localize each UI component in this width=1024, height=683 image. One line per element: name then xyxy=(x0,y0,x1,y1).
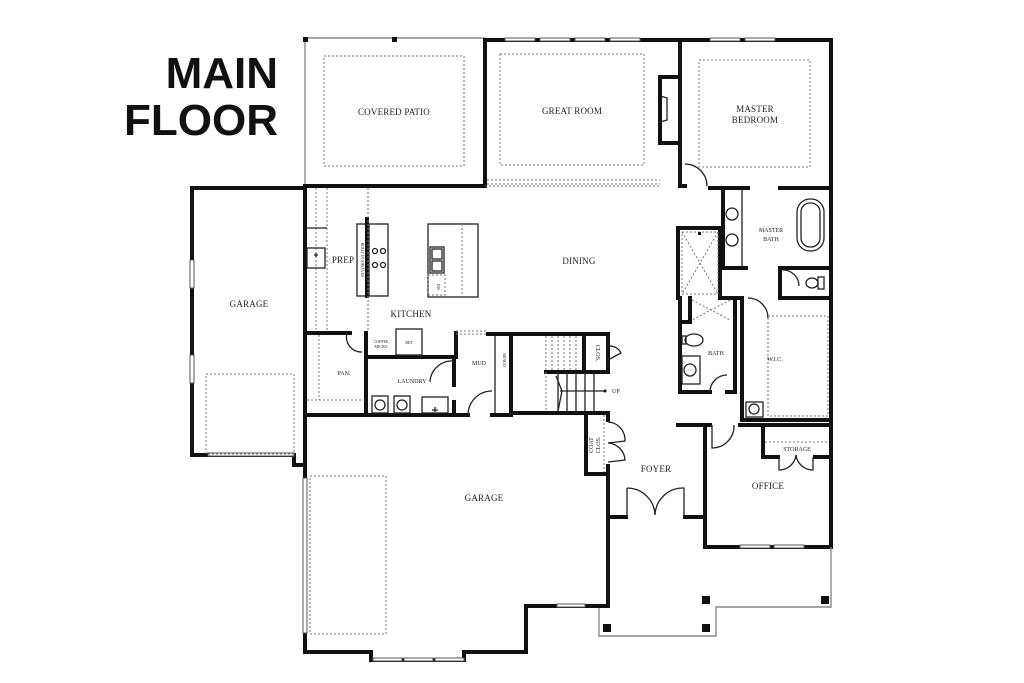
label-foyer: FOYER xyxy=(641,464,672,474)
label-garage-main: GARAGE xyxy=(465,493,504,503)
label-pantry: PAN. xyxy=(338,371,351,377)
label-laundry: LAUNDRY xyxy=(397,379,427,385)
label-micro: MICRO xyxy=(374,344,387,349)
garage-left: GARAGE xyxy=(189,186,307,467)
garage-main: GARAGE xyxy=(302,411,610,662)
label-office: OFFICE xyxy=(752,481,785,491)
front-porch xyxy=(598,547,832,637)
label-great-room: GREAT ROOM xyxy=(542,106,602,116)
label-master-bath-2: BATH xyxy=(763,237,779,243)
coat-closet: COAT CLOS. xyxy=(584,411,626,476)
title-line-floor: FLOOR xyxy=(124,96,278,145)
label-closet: CLOS. xyxy=(594,345,600,362)
label-coat: COAT xyxy=(589,437,595,453)
walk-in-closet: W.I.C. xyxy=(740,296,833,422)
label-wic: W.I.C. xyxy=(767,357,783,363)
label-up: UP xyxy=(612,389,620,395)
label-garage-left: GARAGE xyxy=(230,299,269,309)
label-built-in-shelves: BUILT IN SHELVES xyxy=(360,243,365,278)
label-covered-patio: COVERED PATIO xyxy=(358,107,430,117)
coffee-ref-counter: COFFEE MICRO REF xyxy=(303,328,488,359)
label-ref: REF xyxy=(405,340,413,345)
shower xyxy=(676,226,722,300)
label-prep: PREP xyxy=(332,255,354,265)
title-line-main: MAIN xyxy=(165,49,278,98)
label-dining: DINING xyxy=(562,256,595,266)
label-storage: STORAGE xyxy=(783,447,811,453)
master-bedroom: MASTER BEDROOM xyxy=(678,37,833,190)
label-bedroom: BEDROOM xyxy=(732,115,778,125)
office: STORAGE OFFICE xyxy=(703,423,833,549)
label-bench: BENCH xyxy=(502,353,507,367)
page-title: MAIN FLOOR xyxy=(108,50,278,144)
great-room: GREAT ROOM xyxy=(483,37,682,188)
laundry: LAUNDRY xyxy=(364,355,456,417)
kitchen-area: PREP BUILT IN SHELVES DW KITCHEN DINING xyxy=(303,184,660,417)
label-bath: BATH xyxy=(708,351,724,357)
master-bath: MASTER BATH xyxy=(718,186,833,302)
label-dw: DW xyxy=(436,284,441,291)
stairs: UP CLOS. xyxy=(509,332,622,415)
label-kitchen: KITCHEN xyxy=(391,309,432,319)
covered-patio: COVERED PATIO xyxy=(303,37,486,187)
label-clos: CLOS. xyxy=(596,436,602,453)
bath: BATH xyxy=(678,296,737,394)
mud: BENCH MUD xyxy=(452,332,513,417)
label-master-bath-1: MASTER xyxy=(759,228,783,234)
label-coffee: COFFEE xyxy=(374,339,389,344)
label-master: MASTER xyxy=(736,104,774,114)
label-mud: MUD xyxy=(472,361,487,367)
pantry: PAN. xyxy=(303,335,368,417)
